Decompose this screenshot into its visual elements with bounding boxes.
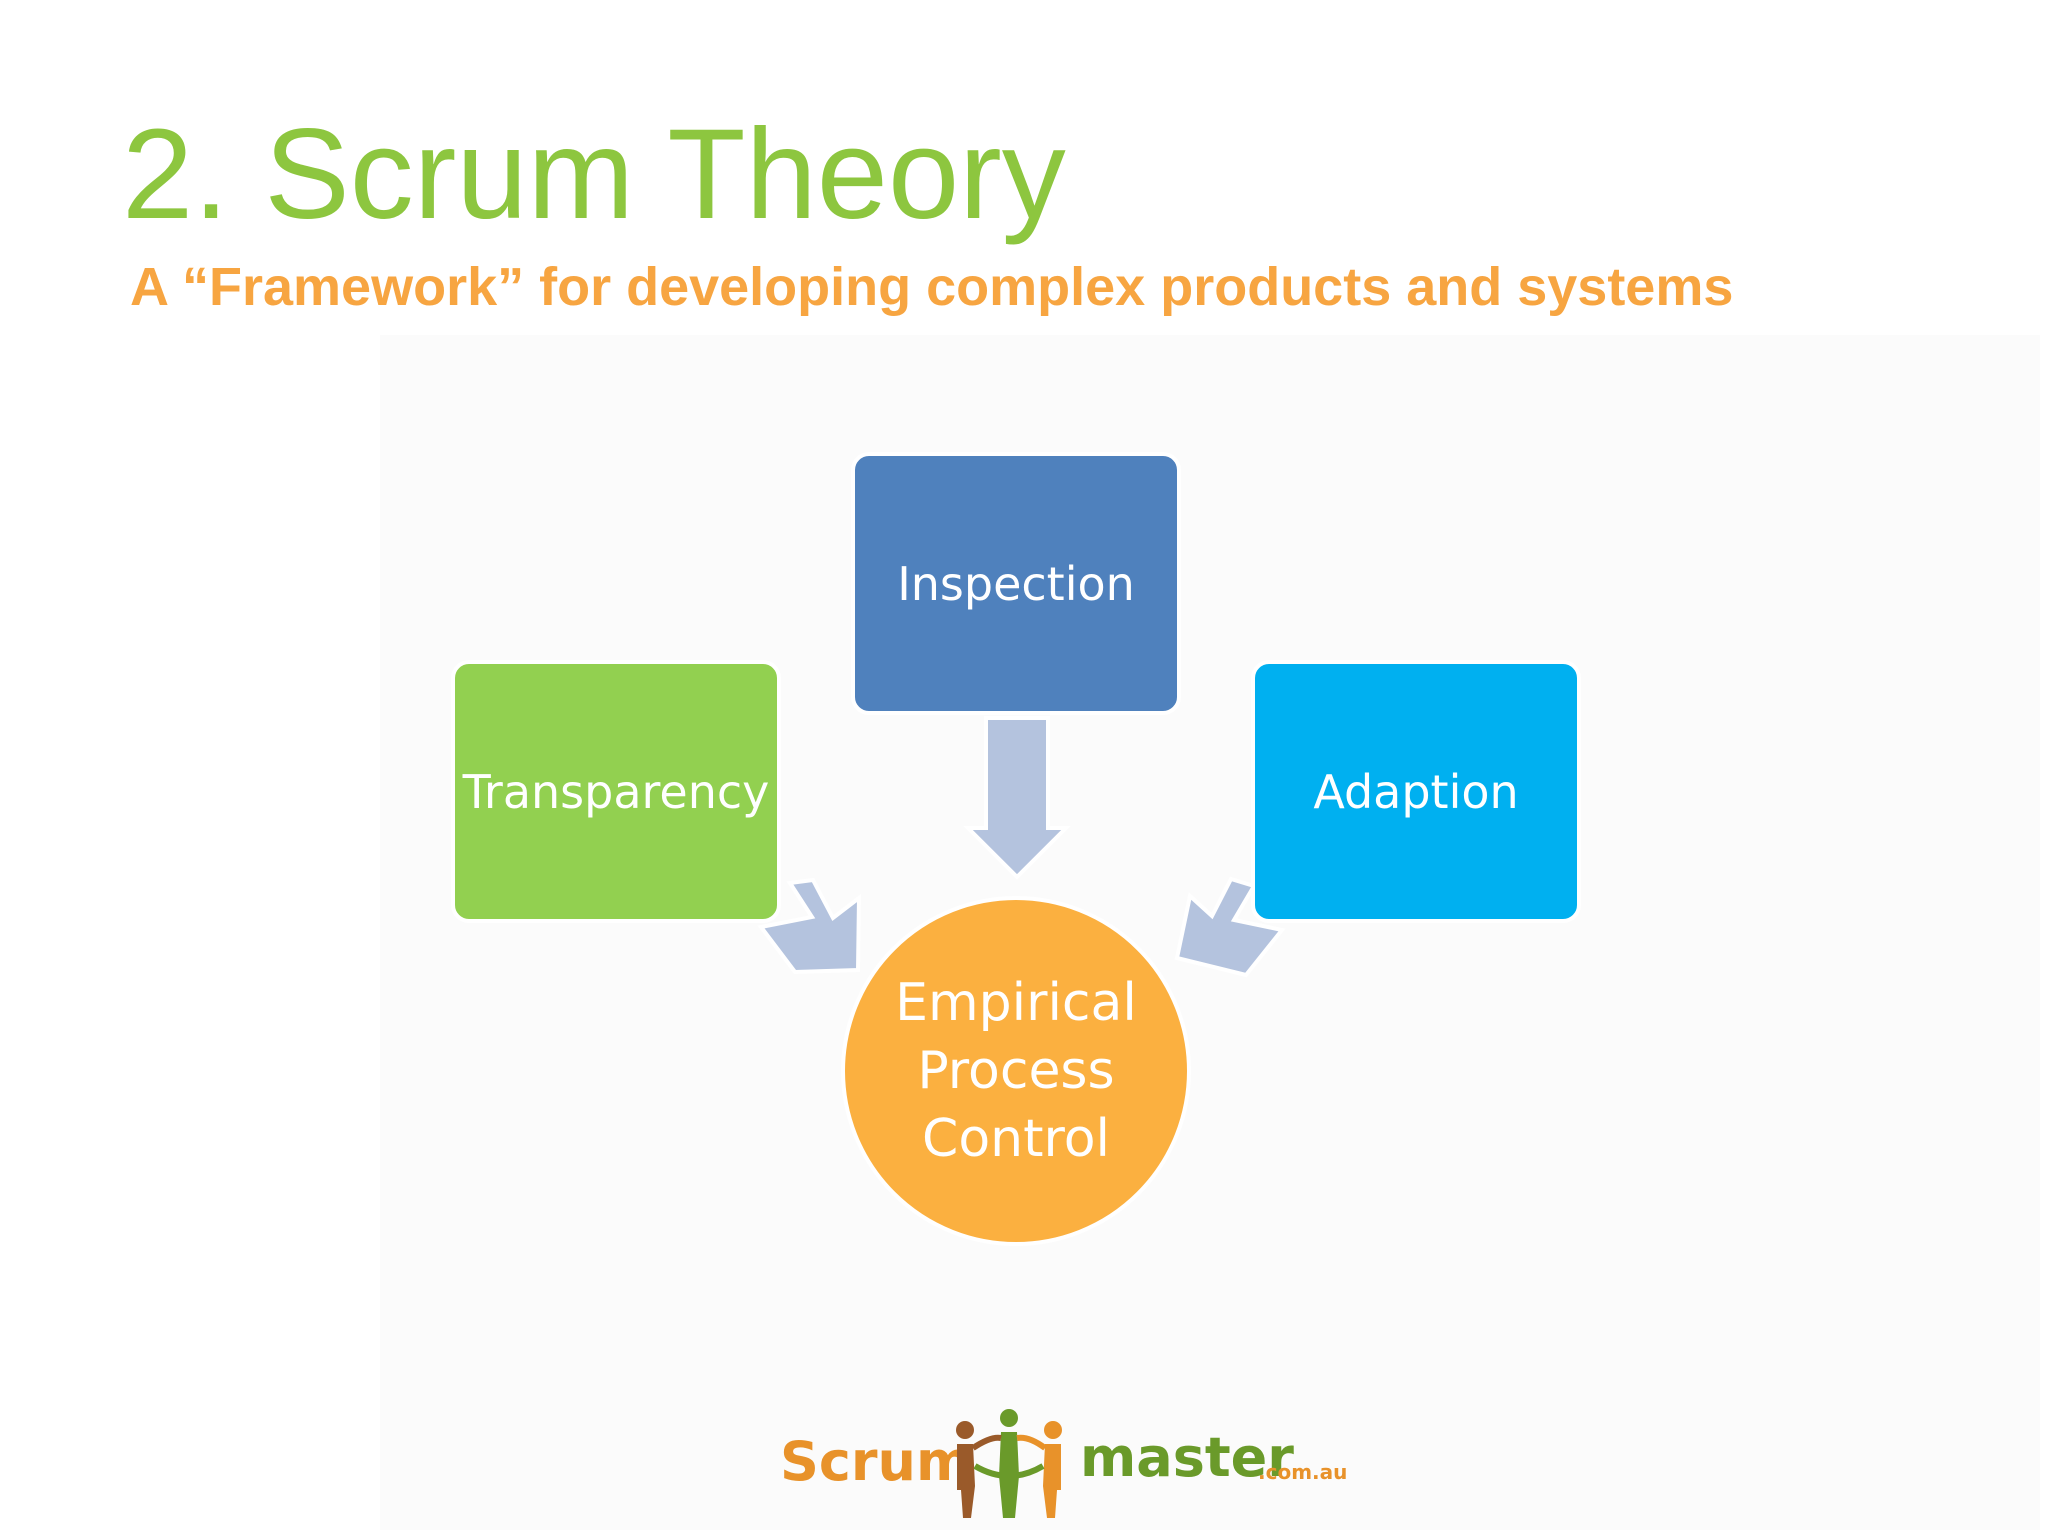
node-center-label: Empirical Process Control xyxy=(895,973,1137,1169)
slide-title: 2. Scrum Theory xyxy=(122,103,1066,246)
logo-word-scrum: Scrum xyxy=(780,1430,973,1493)
node-inspection: Inspection xyxy=(851,452,1181,715)
arrow-adaption-to-center xyxy=(1174,876,1286,978)
node-adaption: Adaption xyxy=(1251,660,1581,923)
node-inspection-label: Inspection xyxy=(897,556,1135,611)
scrummaster-logo: Scrum master .com.au xyxy=(780,1400,1360,1530)
node-empirical-process-control: Empirical Process Control xyxy=(841,896,1191,1246)
node-adaption-label: Adaption xyxy=(1313,764,1519,819)
people-circle-icon xyxy=(956,1409,1062,1518)
node-transparency: Transparency xyxy=(451,660,781,923)
node-transparency-label: Transparency xyxy=(462,764,770,819)
logo-word-master: master xyxy=(1080,1426,1294,1489)
arrow-inspection-to-center xyxy=(963,716,1071,880)
slide-subtitle: A “Framework” for developing complex pro… xyxy=(130,257,1734,317)
arrow-transparency-to-center xyxy=(757,877,862,975)
logo-suffix: .com.au xyxy=(1258,1460,1348,1484)
